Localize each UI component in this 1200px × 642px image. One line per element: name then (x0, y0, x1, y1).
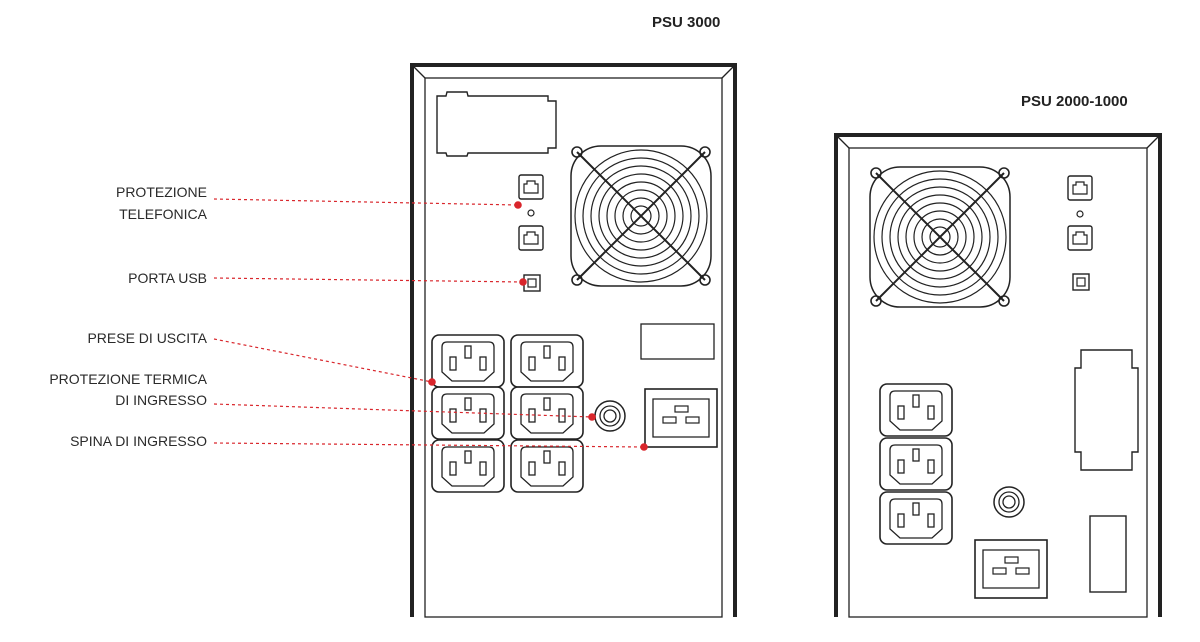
telephone-jack-out (518, 225, 544, 251)
ups-rear-panel-psu-2000-1000 (834, 133, 1162, 618)
label-plate (640, 323, 715, 360)
ups-rear-panel-psu-3000 (410, 63, 737, 618)
output-outlet (510, 334, 584, 388)
cooling-fan (869, 166, 1011, 308)
telephone-jack-out (1067, 225, 1093, 251)
callout-label-usb-port: PORTA USB (128, 270, 207, 286)
leader-dot (588, 413, 596, 421)
output-outlet (510, 439, 584, 493)
thermal-breaker (993, 486, 1025, 518)
callout-label-telephone-protection-line1: PROTEZIONE (116, 184, 207, 200)
output-outlet (879, 491, 953, 545)
thermal-breaker (594, 400, 626, 432)
callout-labels: PROTEZIONE TELEFONICA PORTA USB PRESE DI… (49, 184, 207, 449)
switch-plate (1089, 515, 1127, 593)
battery-connector-plate (1074, 349, 1139, 471)
power-inlet (974, 539, 1048, 599)
leader-dot (519, 278, 527, 286)
usb-port (1072, 273, 1090, 291)
output-outlet (431, 334, 505, 388)
leader-power-inlet (213, 442, 645, 448)
callout-leaders (213, 198, 648, 451)
callout-label-output-outlets: PRESE DI USCITA (87, 330, 207, 346)
leader-dot (428, 378, 436, 386)
leader-telephone-protection (213, 198, 519, 206)
telephone-jack-led (527, 209, 535, 217)
telephone-jack-in (518, 174, 544, 200)
leader-dot (514, 201, 522, 209)
callout-label-thermal-protection-line2: DI INGRESSO (115, 392, 207, 408)
output-outlet (879, 383, 953, 437)
telephone-jack-led (1076, 210, 1084, 218)
output-outlet (879, 437, 953, 491)
leader-output-outlets (213, 338, 433, 383)
leader-dot (640, 443, 648, 451)
title-psu-3000: PSU 3000 (652, 14, 720, 31)
leader-usb-port (213, 277, 524, 283)
cooling-fan (570, 145, 712, 287)
callout-label-power-inlet: SPINA DI INGRESSO (70, 433, 207, 449)
power-inlet (644, 388, 718, 448)
cover-plate (436, 91, 557, 157)
output-outlet (431, 439, 505, 493)
telephone-jack-in (1067, 175, 1093, 201)
callout-label-telephone-protection-line2: TELEFONICA (119, 206, 208, 222)
callout-label-thermal-protection-line1: PROTEZIONE TERMICA (49, 371, 207, 387)
output-outlet (510, 386, 584, 440)
title-psu-2000-1000: PSU 2000-1000 (1021, 93, 1128, 110)
